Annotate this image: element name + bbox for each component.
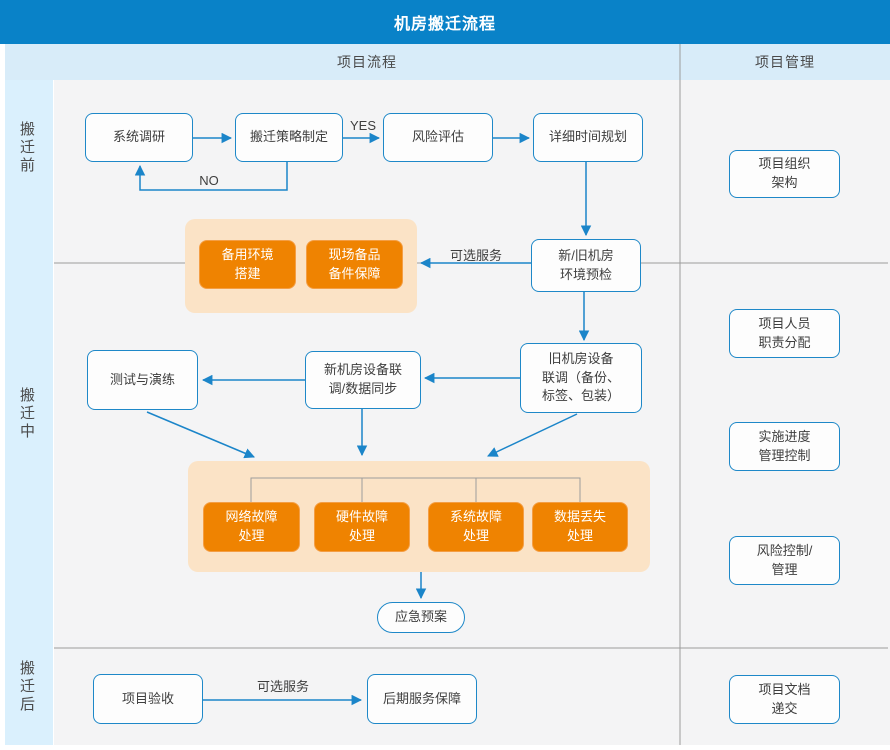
node-hardware-fault: 硬件故障 处理 bbox=[314, 502, 410, 552]
fault-tree-connector bbox=[250, 477, 581, 502]
node-spare-parts: 现场备品 备件保障 bbox=[306, 240, 403, 289]
node-acceptance: 项目验收 bbox=[93, 674, 203, 724]
node-old-room: 旧机房设备 联调（备份、 标签、包装） bbox=[520, 343, 642, 413]
node-emergency-plan: 应急预案 bbox=[377, 602, 465, 633]
node-new-room: 新机房设备联 调/数据同步 bbox=[305, 351, 421, 409]
node-doc-delivery: 项目文档 递交 bbox=[729, 675, 840, 724]
arrow-oldroom-to-faultgroup bbox=[487, 413, 578, 457]
node-system-fault: 系统故障 处理 bbox=[428, 502, 524, 552]
node-network-fault: 网络故障 处理 bbox=[203, 502, 300, 552]
node-survey: 系统调研 bbox=[85, 113, 193, 162]
flow-arrows bbox=[134, 132, 592, 706]
node-data-loss: 数据丢失 处理 bbox=[532, 502, 628, 552]
phase-label-during: 搬迁中 bbox=[18, 387, 35, 441]
node-strategy: 搬迁策略制定 bbox=[235, 113, 343, 162]
phase-sidebar bbox=[5, 80, 53, 745]
node-progress-ctrl: 实施进度 管理控制 bbox=[729, 422, 840, 471]
node-test-drill: 测试与演练 bbox=[87, 350, 198, 410]
node-post-service: 后期服务保障 bbox=[367, 674, 477, 724]
node-staff-duty: 项目人员 职责分配 bbox=[729, 309, 840, 358]
phase-label-before: 搬迁前 bbox=[18, 121, 35, 175]
edge-label-optional-top: 可选服务 bbox=[449, 248, 502, 263]
arrow-no-loop bbox=[134, 162, 288, 191]
phase-label-after: 搬迁后 bbox=[18, 660, 35, 714]
node-precheck: 新/旧机房 环境预检 bbox=[531, 239, 641, 292]
node-risk-assess: 风险评估 bbox=[383, 113, 493, 162]
column-header-management: 项目管理 bbox=[755, 54, 815, 70]
edge-label-optional-bottom: 可选服务 bbox=[256, 679, 309, 694]
node-risk-ctrl: 风险控制/ 管理 bbox=[729, 536, 840, 585]
column-header-strip bbox=[5, 44, 890, 80]
page-title: 机房搬迁流程 bbox=[0, 0, 890, 44]
node-project-org: 项目组织 架构 bbox=[729, 150, 840, 198]
node-schedule: 详细时间规划 bbox=[533, 113, 643, 162]
edge-label-yes: YES bbox=[349, 118, 376, 133]
edge-label-no: NO bbox=[199, 173, 219, 188]
arrow-test-to-faultgroup bbox=[146, 411, 255, 459]
column-header-process: 项目流程 bbox=[337, 54, 397, 70]
node-backup-env: 备用环境 搭建 bbox=[199, 240, 296, 289]
